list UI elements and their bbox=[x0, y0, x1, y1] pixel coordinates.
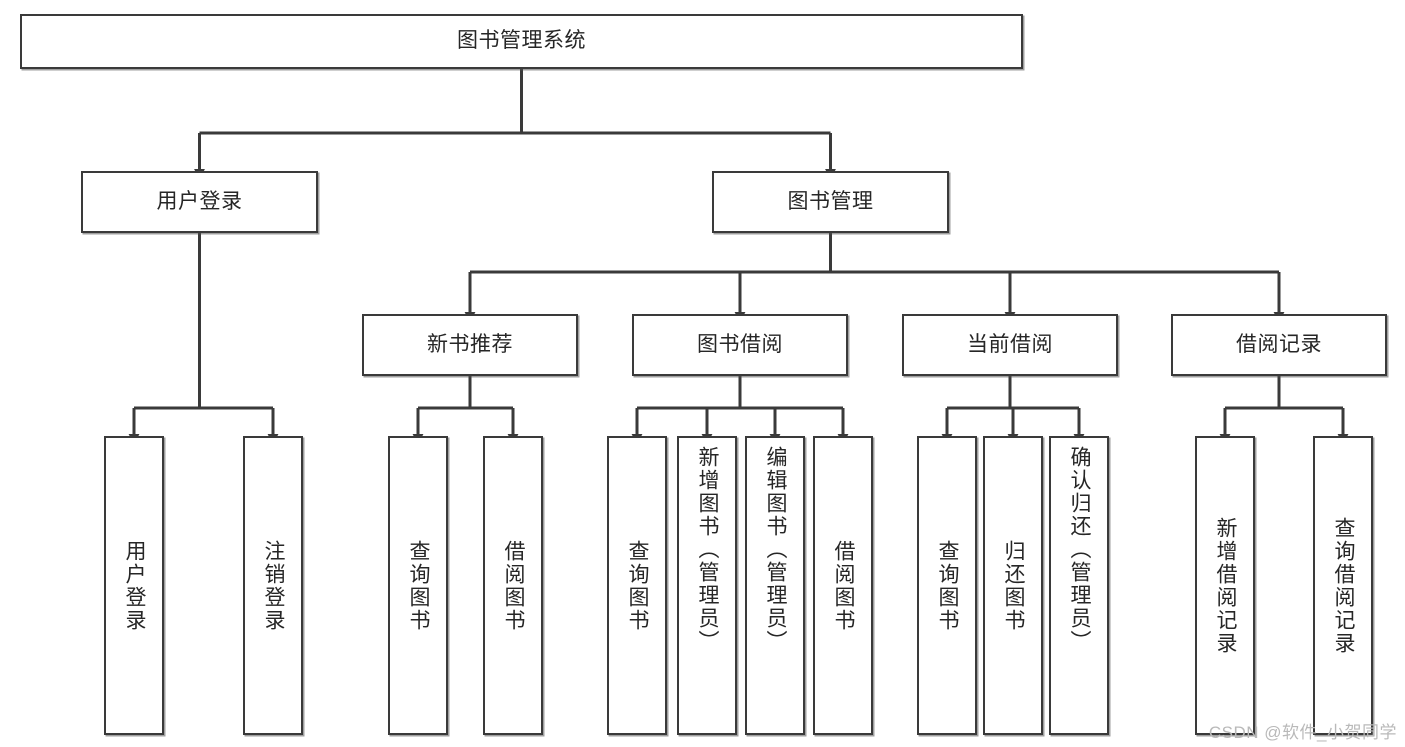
node-leaf-query-book-borrow[interactable]: 查询图书 bbox=[607, 436, 667, 735]
node-label-leaf-query-book-rec: 查询图书 bbox=[407, 539, 431, 632]
node-label-leaf-add-record: 新增借阅记录 bbox=[1214, 516, 1238, 655]
node-book-manage[interactable]: 图书管理 bbox=[712, 171, 949, 233]
node-leaf-confirm-return[interactable]: 确认归还（管理员） bbox=[1049, 436, 1109, 735]
node-label-user-login: 用户登录 bbox=[156, 189, 243, 213]
node-user-login[interactable]: 用户登录 bbox=[81, 171, 318, 233]
node-label-book-manage: 图书管理 bbox=[787, 189, 874, 213]
node-label-leaf-edit-book: 编辑图书（管理员） bbox=[764, 446, 788, 653]
connector-group bbox=[134, 69, 1343, 435]
node-current-borrow[interactable]: 当前借阅 bbox=[902, 314, 1118, 376]
node-leaf-borrow-book[interactable]: 借阅图书 bbox=[813, 436, 873, 735]
node-leaf-borrow-book-rec[interactable]: 借阅图书 bbox=[483, 436, 543, 735]
node-new-book-recommend[interactable]: 新书推荐 bbox=[362, 314, 578, 376]
node-label-leaf-borrow-book-rec: 借阅图书 bbox=[502, 539, 526, 632]
node-label-current-borrow: 当前借阅 bbox=[967, 332, 1053, 356]
node-label-leaf-query-book-cur: 查询图书 bbox=[936, 539, 960, 632]
node-leaf-query-book-rec[interactable]: 查询图书 bbox=[388, 436, 448, 735]
node-leaf-add-book[interactable]: 新增图书（管理员） bbox=[677, 436, 737, 735]
node-leaf-logout[interactable]: 注销登录 bbox=[243, 436, 303, 735]
node-root[interactable]: 图书管理系统 bbox=[20, 14, 1023, 69]
node-label-borrow-record: 借阅记录 bbox=[1236, 332, 1322, 356]
node-label-book-borrow: 图书借阅 bbox=[697, 332, 783, 356]
node-leaf-add-record[interactable]: 新增借阅记录 bbox=[1195, 436, 1255, 735]
node-label-leaf-confirm-return: 确认归还（管理员） bbox=[1068, 446, 1092, 653]
node-leaf-query-record[interactable]: 查询借阅记录 bbox=[1313, 436, 1373, 735]
node-label-leaf-add-book: 新增图书（管理员） bbox=[696, 446, 720, 653]
node-leaf-query-book-cur[interactable]: 查询图书 bbox=[917, 436, 977, 735]
node-leaf-return-book[interactable]: 归还图书 bbox=[983, 436, 1043, 735]
node-label-leaf-logout: 注销登录 bbox=[262, 539, 286, 632]
node-borrow-record[interactable]: 借阅记录 bbox=[1171, 314, 1387, 376]
node-label-new-book-recommend: 新书推荐 bbox=[427, 332, 513, 356]
node-label-leaf-query-record: 查询借阅记录 bbox=[1332, 516, 1356, 655]
node-label-leaf-borrow-book: 借阅图书 bbox=[832, 539, 856, 632]
node-leaf-edit-book[interactable]: 编辑图书（管理员） bbox=[745, 436, 805, 735]
node-label-leaf-user-login: 用户登录 bbox=[123, 539, 147, 632]
node-label-leaf-query-book-borrow: 查询图书 bbox=[626, 539, 650, 632]
node-leaf-user-login[interactable]: 用户登录 bbox=[104, 436, 164, 735]
node-book-borrow[interactable]: 图书借阅 bbox=[632, 314, 848, 376]
node-label-root: 图书管理系统 bbox=[457, 29, 586, 53]
node-label-leaf-return-book: 归还图书 bbox=[1002, 539, 1026, 632]
